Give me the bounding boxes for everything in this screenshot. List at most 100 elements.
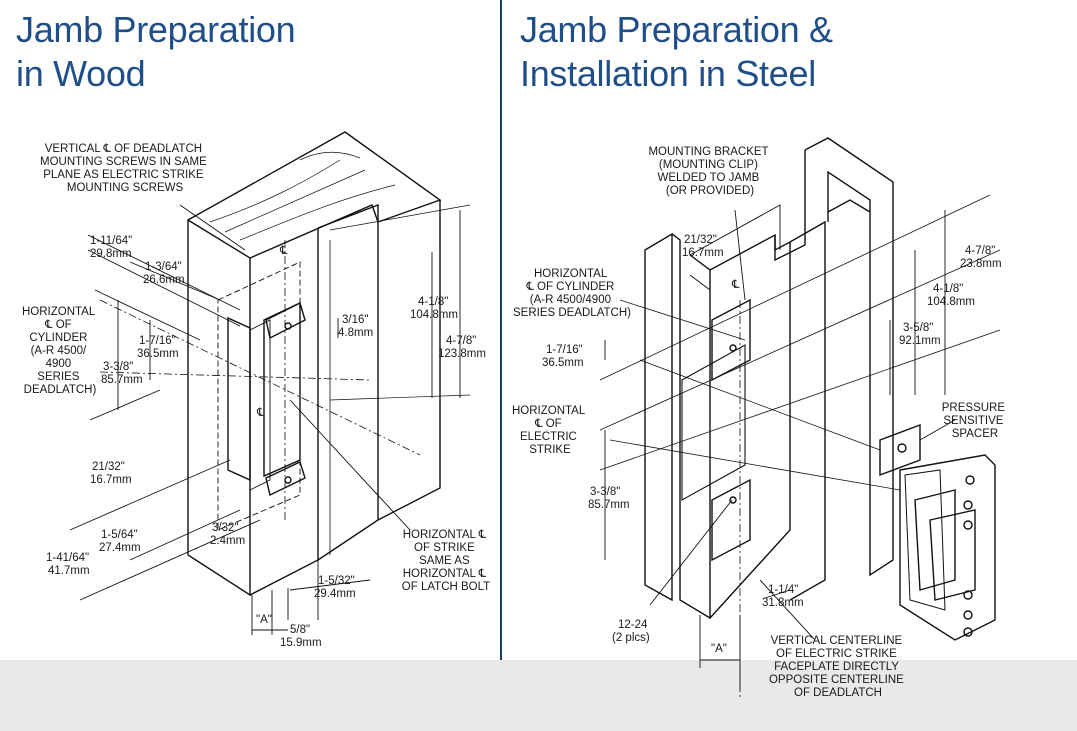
label-steel-dim-3-5-8: 3-5/8" 92.1mm [899, 322, 941, 347]
label-dim-1-5-32-mm: 29.4mm [314, 588, 356, 600]
label-dim-1-11-64: 1-11/64" 29.8mm [90, 235, 135, 260]
label-dim-5-8-mm: 15.9mm [280, 637, 322, 649]
label-pressure-spacer-line2: SENSITIVE [943, 415, 1003, 427]
label-horizontal-cyl-line5: 4900 [46, 358, 72, 370]
label-mounting-bracket-line4: (OR PROVIDED) [666, 185, 754, 197]
label-steel-horizontal-strike: HORIZONTAL ℄ OF ELECTRIC STRIKE [512, 405, 588, 456]
label-dim-21-32-mm: 16.7mm [90, 474, 132, 486]
label-dim-4-1-8-in: 4-1/8" [418, 296, 448, 308]
label-dim-3-3-8-in: 3-3/8" [103, 361, 133, 373]
label-steel-dim-1-1-4-mm: 31.8mm [762, 597, 804, 609]
label-horizontal-strike-line3: SAME AS [419, 555, 470, 567]
label-steel-horizontal-strike-line4: STRIKE [529, 444, 571, 456]
label-mounting-bracket-line1: MOUNTING BRACKET [648, 146, 768, 158]
label-dim-3-32: 3/32" 2.4mm [210, 522, 245, 547]
label-dim-21-32: 21/32" 16.7mm [90, 461, 132, 486]
label-steel-dim-1-7-16-mm: 36.5mm [542, 357, 584, 369]
label-dim-1-3-64-in: 1-3/64" [145, 261, 182, 273]
title-wood-line2: in Wood [16, 53, 146, 94]
label-steel-horizontal-cyl-line3: (A-R 4500/4900 [530, 294, 611, 306]
label-steel-dim-4-1-8-in: 4-1/8" [933, 283, 963, 295]
label-horizontal-strike-line1: HORIZONTAL ℄ [403, 529, 487, 541]
label-steel-horizontal-cyl-line4: SERIES DEADLATCH) [513, 307, 631, 319]
label-horizontal-cyl-line2: ℄ OF [44, 319, 72, 331]
label-dim-4-1-8: 4-1/8" 104.8mm [410, 296, 458, 321]
label-steel-dim-1-7-16-in: 1-7/16" [546, 344, 583, 356]
label-dim-3-32-in: 3/32" [212, 522, 238, 534]
label-dim-1-11-64-mm: 29.8mm [90, 248, 132, 260]
panel-wood: Jamb Preparation in Wood [0, 0, 500, 731]
label-dim-3-16: 3/16" 4.8mm [338, 314, 373, 339]
label-cl-mark-wood-mid: ℄ [256, 407, 265, 419]
label-vertical-centerline-line1: VERTICAL CENTERLINE [771, 635, 903, 647]
wood-jamb-drawing [69, 131, 471, 635]
label-vertical-cl-line4: MOUNTING SCREWS [67, 182, 184, 194]
label-dim-1-3-64-mm: 26.6mm [143, 274, 185, 286]
label-horizontal-strike-line4: HORIZONTAL ℄ [403, 568, 487, 580]
label-dim-1-3-64: 1-3/64" 26.6mm [143, 261, 185, 286]
label-dim-1-7-16-in: 1-7/16" [139, 335, 176, 347]
label-dim-3-16-in: 3/16" [342, 314, 368, 326]
label-vertical-cl-line3: PLANE AS ELECTRIC STRIKE [43, 169, 204, 181]
label-steel-horizontal-strike-line3: ELECTRIC [520, 431, 577, 443]
label-dim-a-steel: "A" [711, 643, 727, 655]
label-horizontal-strike-line5: OF LATCH BOLT [402, 581, 490, 593]
label-dim-3-16-mm: 4.8mm [338, 327, 373, 339]
label-steel-dim-3-3-8-mm: 85.7mm [588, 499, 630, 511]
label-dim-3-32-mm: 2.4mm [210, 535, 245, 547]
label-dim-1-5-64-in: 1-5/64" [101, 529, 138, 541]
label-dim-1-11-64-in: 1-11/64" [90, 235, 132, 247]
label-dim-3-3-8-mm: 85.7mm [101, 374, 143, 386]
label-dim-12-24: 12-24 (2 plcs) [612, 619, 651, 644]
label-horizontal-cyl: HORIZONTAL ℄ OF CYLINDER (A-R 4500/ 4900… [22, 306, 98, 396]
title-steel-line2: Installation in Steel [520, 53, 816, 94]
label-vertical-centerline-line4: OPPOSITE CENTERLINE [769, 674, 904, 686]
label-dim-1-7-16: 1-7/16" 36.5mm [137, 335, 179, 360]
label-steel-horizontal-cyl-line2: ℄ OF CYLINDER [525, 281, 614, 293]
panel-divider [500, 0, 502, 664]
wood-labels: VERTICAL ℄ OF DEADLATCH MOUNTING SCREWS … [22, 143, 490, 649]
title-steel-line1: Jamb Preparation & [520, 9, 833, 50]
label-steel-dim-3-5-8-in: 3-5/8" [903, 322, 933, 334]
label-horizontal-strike: HORIZONTAL ℄ OF STRIKE SAME AS HORIZONTA… [402, 529, 490, 593]
footer-band [0, 660, 1077, 731]
label-steel-dim-1-7-16: 1-7/16" 36.5mm [542, 344, 586, 369]
label-steel-dim-21-32-mm: 16.7mm [682, 247, 724, 259]
label-dim-21-32-in: 21/32" [92, 461, 125, 473]
label-dim-4-1-8-mm: 104.8mm [410, 309, 458, 321]
label-horizontal-strike-line2: OF STRIKE [414, 542, 475, 554]
label-steel-dim-4-1-8-mm: 104.8mm [927, 296, 975, 308]
label-dim-5-8-in: 5/8" [290, 624, 310, 636]
label-pressure-spacer: PRESSURE SENSITIVE SPACER [942, 402, 1008, 440]
label-horizontal-cyl-line3: CYLINDER [29, 332, 87, 344]
label-dim-1-41-64-in: 1-41/64" [46, 552, 89, 564]
label-mounting-bracket-line3: WELDED TO JAMB [657, 172, 759, 184]
label-vertical-centerline-line3: FACEPLATE DIRECTLY [774, 661, 899, 673]
label-dim-4-7-8-in: 4-7/8" [446, 335, 476, 347]
label-dim-12-24-qty: (2 plcs) [612, 632, 650, 644]
label-vertical-cl-line2: MOUNTING SCREWS IN SAME [40, 156, 207, 168]
label-mounting-bracket: MOUNTING BRACKET (MOUNTING CLIP) WELDED … [648, 146, 771, 197]
label-steel-dim-3-5-8-mm: 92.1mm [899, 335, 941, 347]
label-steel-dim-3-3-8: 3-3/8" 85.7mm [588, 486, 630, 511]
label-steel-dim-4-7-8-in: 4-7/8" [965, 245, 995, 257]
label-dim-4-7-8: 4-7/8" 123.8mm [438, 335, 486, 360]
label-steel-dim-1-1-4: 1-1/4" 31.8mm [762, 584, 804, 609]
label-horizontal-cyl-line4: (A-R 4500/ [31, 345, 87, 357]
steel-labels: MOUNTING BRACKET (MOUNTING CLIP) WELDED … [512, 146, 1008, 699]
label-cl-mark-steel: ℄ [731, 279, 740, 291]
label-dim-1-5-64: 1-5/64" 27.4mm [99, 529, 141, 554]
steel-jamb-drawing [599, 137, 1001, 700]
label-steel-horizontal-strike-line1: HORIZONTAL [512, 405, 586, 417]
label-dim-1-5-32: 1-5/32" 29.4mm [314, 575, 358, 600]
label-pressure-spacer-line1: PRESSURE [942, 402, 1006, 414]
label-dim-3-3-8: 3-3/8" 85.7mm [101, 361, 143, 386]
label-dim-1-5-32-in: 1-5/32" [318, 575, 355, 587]
label-steel-dim-1-1-4-in: 1-1/4" [768, 584, 798, 596]
label-cl-mark-wood-top: ℄ [279, 245, 288, 257]
label-vertical-centerline: VERTICAL CENTERLINE OF ELECTRIC STRIKE F… [769, 635, 907, 699]
label-steel-horizontal-cyl-line1: HORIZONTAL [534, 268, 608, 280]
label-dim-1-41-64: 1-41/64" 41.7mm [46, 552, 92, 577]
label-steel-dim-21-32-in: 21/32" [684, 234, 717, 246]
